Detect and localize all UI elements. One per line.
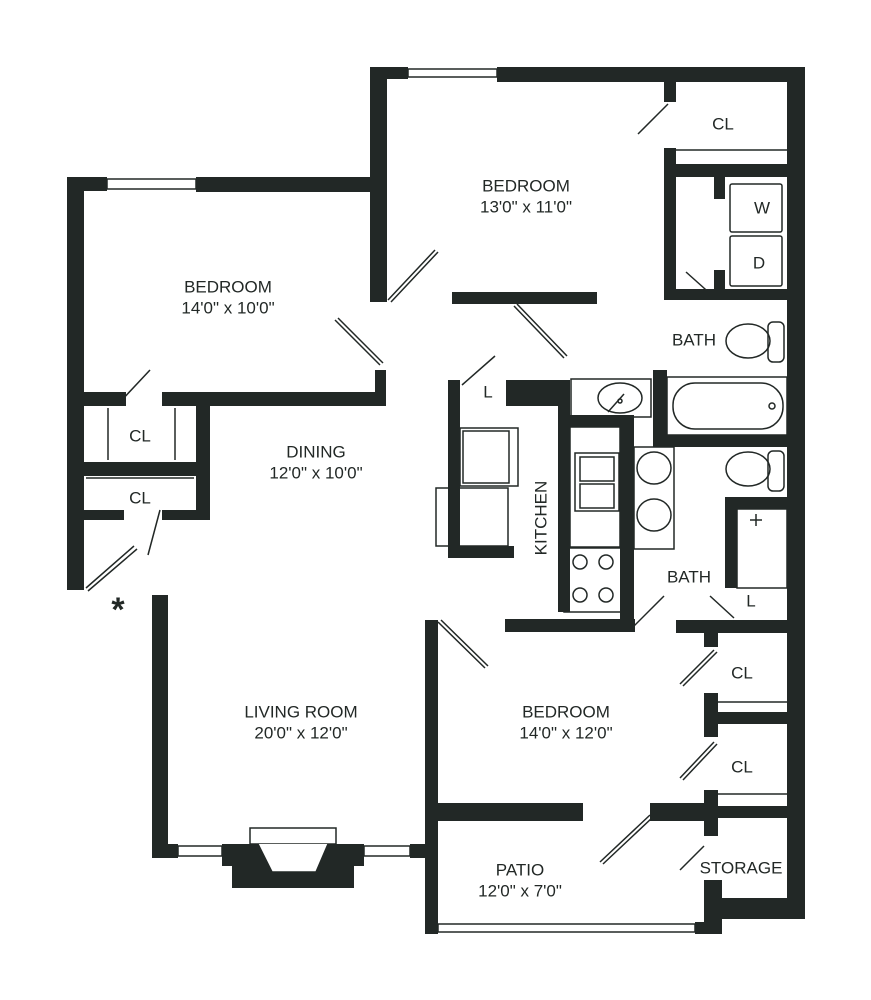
room-dimensions: 14'0" x 12'0" [519, 723, 613, 742]
storage-label: STORAGE [699, 858, 783, 878]
room-name: BEDROOM [522, 702, 610, 722]
walls [67, 67, 805, 934]
bath-label-top: BATH [671, 330, 717, 350]
bathtub-icon [666, 376, 788, 436]
toilet-top-icon [725, 321, 785, 363]
kitchen-sink-icon [574, 452, 620, 512]
room-dimensions: 13'0" x 11'0" [480, 197, 572, 216]
room-dimensions: 14'0" x 10'0" [181, 298, 275, 317]
bath-label-bottom: BATH [666, 567, 712, 587]
room-label-dining: DINING 12'0" x 10'0" [269, 442, 362, 483]
linen-label-kitchen: L [483, 382, 493, 402]
room-dimensions: 12'0" x 10'0" [269, 463, 363, 482]
closet-label-left-2: CL [129, 488, 151, 508]
room-label-bedroom-top: BEDROOM 13'0" x 11'0" [480, 176, 572, 217]
washer-label: W [753, 198, 771, 218]
shower-icon [736, 508, 788, 589]
double-vanity-icon [633, 446, 675, 550]
room-label-bedroom-bottom: BEDROOM 14'0" x 12'0" [519, 702, 612, 743]
room-name: BEDROOM [482, 176, 570, 196]
room-name: PATIO [495, 860, 545, 880]
washer-box [729, 183, 783, 233]
room-name: BEDROOM [184, 277, 272, 297]
linen-label-bath: L [746, 591, 756, 611]
sink-top-icon [570, 378, 652, 418]
room-dimensions: 20'0" x 12'0" [254, 723, 348, 742]
room-name: LIVING ROOM [244, 702, 358, 722]
room-label-bedroom-left: BEDROOM 14'0" x 10'0" [181, 277, 274, 318]
dryer-box [729, 235, 783, 287]
doors [85, 103, 735, 871]
stove-icon [563, 547, 623, 613]
room-label-patio: PATIO 12'0" x 7'0" [478, 860, 562, 901]
refrigerator-icon [459, 427, 519, 487]
closet-label-left-1: CL [129, 426, 151, 446]
closet-label-right-2: CL [731, 757, 753, 777]
toilet-bottom-icon [725, 450, 785, 492]
entry-marker-icon: * [111, 591, 125, 629]
room-label-living-room: LIVING ROOM 20'0" x 12'0" [244, 702, 357, 743]
room-dimensions: 12'0" x 7'0" [478, 881, 562, 900]
dryer-label: D [752, 253, 766, 273]
windows [106, 68, 696, 933]
room-name: DINING [286, 442, 346, 462]
closet-label-right-1: CL [731, 663, 753, 683]
kitchen-label: KITCHEN [531, 480, 551, 556]
fixtures [86, 149, 788, 795]
closet-label-top: CL [712, 114, 734, 134]
pantry-cabinet [435, 487, 509, 547]
